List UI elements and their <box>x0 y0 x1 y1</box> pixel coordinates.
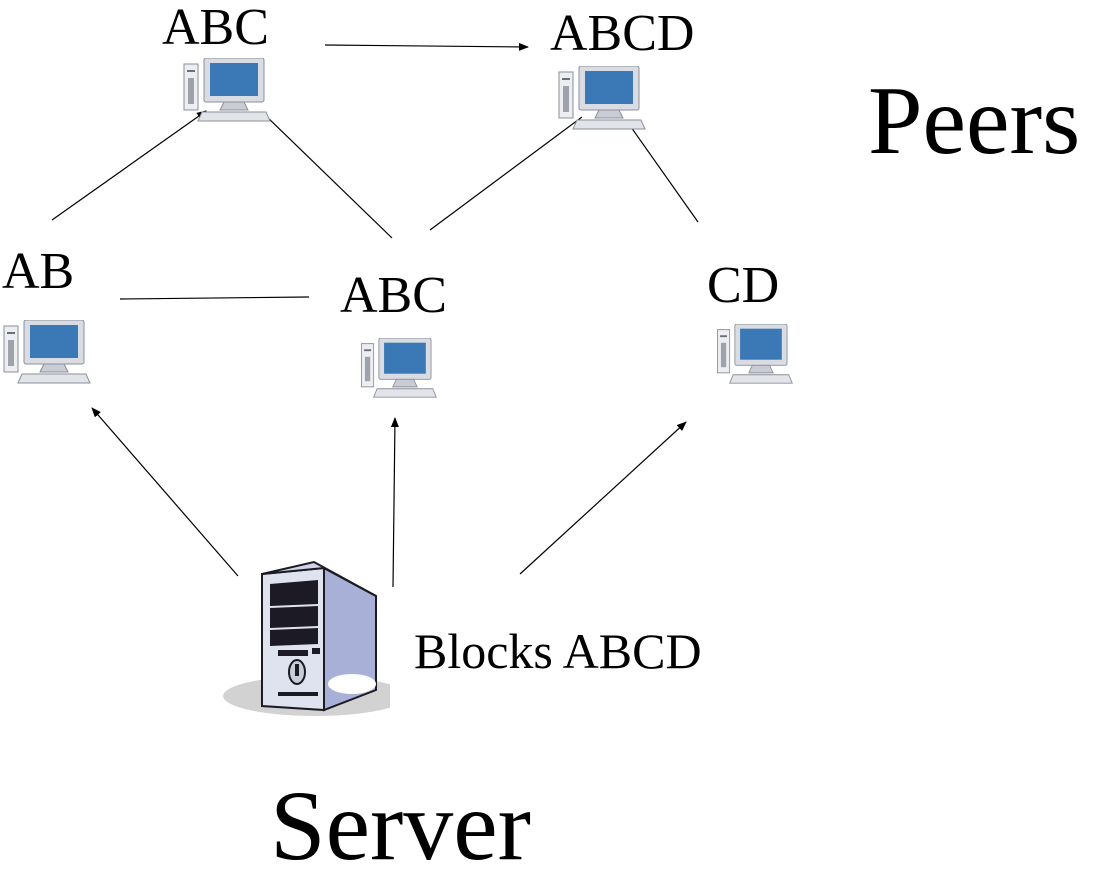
link-middle-abc-to-abcd <box>429 116 583 231</box>
peer-node-top-right <box>555 65 647 132</box>
peer-node-left <box>0 319 92 386</box>
peer-label-top-right: ABCD <box>550 5 695 62</box>
peers-title: Peers <box>868 67 1081 175</box>
server-tower-icon <box>223 560 407 716</box>
server-node <box>220 560 407 720</box>
peer-label-right: CD <box>707 257 780 314</box>
desktop-computer-icon <box>183 57 271 122</box>
desktop-computer-icon <box>361 337 437 398</box>
link-abcd-to-cd <box>625 119 699 223</box>
peer-label-top-left: ABC <box>162 0 269 56</box>
link-server-to-cd-arrow <box>519 421 687 575</box>
desktop-computer-icon <box>717 323 793 384</box>
server-title: Server <box>270 770 531 881</box>
peer-node-top-left <box>180 57 272 124</box>
link-ab-to-middle-abc <box>119 296 310 300</box>
peer-node-right <box>714 323 794 386</box>
link-server-to-ab-arrow <box>91 407 239 577</box>
link-abc-to-abcd-arrow <box>324 42 529 51</box>
peer-node-middle <box>358 337 438 400</box>
server-caption: Blocks ABCD <box>414 623 702 679</box>
link-ab-to-top-abc-arrow <box>51 110 207 221</box>
desktop-computer-icon <box>3 319 91 384</box>
link-server-to-middle-abc-arrow <box>390 417 399 588</box>
peer-label-middle: ABC <box>340 267 447 324</box>
peer-label-left: AB <box>2 243 75 300</box>
desktop-computer-icon <box>558 65 646 130</box>
link-top-abc-to-middle-abc <box>263 113 393 239</box>
